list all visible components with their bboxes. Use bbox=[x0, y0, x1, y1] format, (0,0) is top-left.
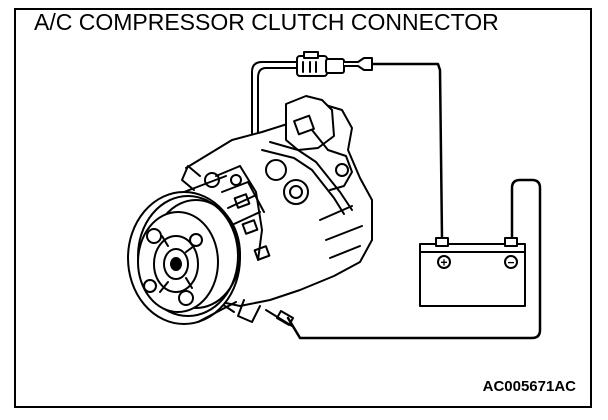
battery-minus-symbol: − bbox=[507, 256, 514, 270]
compressor-clutch-pulley bbox=[127, 175, 241, 325]
ac-compressor bbox=[127, 95, 373, 325]
battery-plus-symbol: + bbox=[440, 256, 447, 270]
battery-positive-terminal-icon bbox=[437, 255, 451, 269]
battery bbox=[419, 237, 526, 307]
connector-wire-harness bbox=[251, 61, 542, 340]
diagram-title: A/C COMPRESSOR CLUTCH CONNECTOR bbox=[34, 9, 499, 35]
compressor-clutch-connector bbox=[296, 51, 373, 77]
battery-negative-terminal-icon bbox=[504, 255, 518, 269]
figure-code: AC005671AC bbox=[482, 378, 576, 395]
